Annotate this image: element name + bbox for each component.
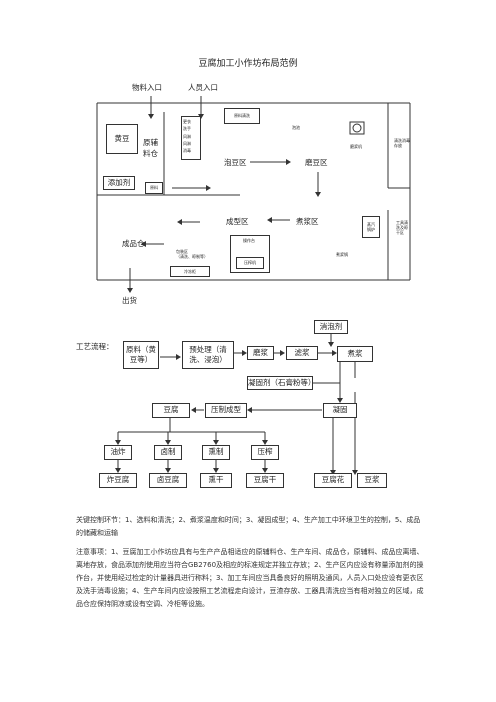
- coagulant-box: 凝固剂（石膏粉等）: [247, 376, 316, 390]
- soak-pool-label: 泡池: [292, 125, 300, 130]
- changing-label-3: 风淋: [183, 134, 191, 139]
- smoke-label: 熏制: [208, 447, 224, 457]
- tool-cleaning-label: 清洗消毒 存放: [394, 138, 410, 149]
- coagulant-label: 凝固剂（石膏粉等）: [248, 377, 316, 387]
- operation-table-label: 操作台: [243, 238, 255, 243]
- fry-box: 油炸: [104, 445, 132, 460]
- staff-entrance-label: 人员入口: [188, 83, 218, 92]
- raw-soy-label: 黄豆: [114, 133, 130, 143]
- flow-label: 工艺流程：: [76, 342, 114, 351]
- dry-tofu-label: 豆腐干: [253, 475, 277, 485]
- grinding-label: 磨浆: [253, 347, 268, 357]
- boiling-box: 煮浆: [337, 346, 373, 362]
- grinder-label: 磨浆机: [350, 144, 362, 149]
- smoked-dry-box: 熏干: [200, 473, 232, 488]
- solidify-label: 凝固: [332, 405, 348, 415]
- aux-storage-label: 原辅 料仓: [143, 138, 158, 159]
- forming-zone-label: 成型区: [226, 217, 249, 226]
- filtering-label: 滤浆: [294, 347, 310, 357]
- fry-label: 油炸: [110, 447, 126, 457]
- press-box: 压榨机: [236, 257, 264, 269]
- braise-box: 卤制: [154, 445, 182, 460]
- smoke-box: 熏制: [202, 445, 230, 460]
- solidify-box: 凝固: [323, 403, 357, 418]
- changing-label-4: 风淋: [183, 141, 191, 146]
- braise-label: 卤制: [160, 447, 176, 457]
- steam-boiler-label: 蒸汽 锅炉: [367, 221, 375, 232]
- boiling-label: 煮浆: [347, 348, 363, 358]
- pretreatment-label: 预处理（清洗、浸泡）: [189, 344, 227, 364]
- squeeze-label: 压榨: [257, 447, 273, 457]
- shipping-label: 出货: [122, 296, 137, 305]
- freezer-label: 冷冻柜: [184, 268, 196, 274]
- tofu-box: 豆腐: [152, 403, 190, 418]
- cooking-zone-label: 煮浆区: [296, 217, 319, 226]
- page-title: 豆腐加工小作坊布局范例: [198, 59, 298, 69]
- changing-label-1: 更衣: [183, 119, 191, 124]
- filtering-box: 滤浆: [286, 346, 318, 360]
- press-label: 压榨机: [244, 260, 256, 266]
- additive-small-label: 原料: [150, 185, 158, 191]
- raw-clean-label: 原料清洗: [234, 113, 250, 119]
- press-forming-box: 压制成型: [205, 403, 247, 418]
- freezer-box: 冷冻柜: [170, 266, 210, 277]
- changing-border: [181, 116, 201, 160]
- soak-zone-label: 泡豆区: [224, 158, 247, 167]
- squeeze-box: 压榨: [251, 445, 279, 460]
- grinding-box: 磨浆: [247, 346, 274, 360]
- defoam-label: 消泡剂: [319, 321, 343, 331]
- fried-tofu-label: 炸豆腐: [106, 475, 130, 485]
- smoked-dry-label: 熏干: [208, 475, 224, 485]
- press-forming-label: 压制成型: [211, 405, 241, 415]
- key-points-text: 关键控制环节：1、选料和清洗；2、煮浆温度和时间；3、凝固成型；4、生产加工中环…: [76, 516, 421, 537]
- changing-area: 更衣 洗手 风淋 风淋 消毒: [183, 119, 196, 157]
- tofu-label: 豆腐: [163, 405, 179, 415]
- raw-soy-box: 黄豆: [106, 124, 138, 154]
- additive-label: 添加剂: [107, 177, 131, 187]
- soy-milk-box: 豆浆: [357, 473, 387, 488]
- fried-tofu-box: 炸豆腐: [99, 473, 137, 488]
- defoam-box: 消泡剂: [314, 320, 348, 334]
- finished-warehouse-label: 成品仓: [122, 239, 145, 248]
- steam-boiler-box: 蒸汽 锅炉: [362, 216, 380, 238]
- tofu-pudding-label: 豆腐花: [321, 475, 345, 485]
- operation-table-box: [230, 235, 270, 273]
- additive-small-box: 原料: [145, 182, 163, 194]
- dry-tofu-box: 豆腐干: [246, 473, 284, 488]
- tool-wash-label: 工具清 洗及晾 干区: [396, 220, 408, 236]
- pretreatment-box: 预处理（清洗、浸泡）: [182, 341, 234, 369]
- soy-milk-label: 豆浆: [364, 475, 380, 485]
- additive-box: 添加剂: [103, 176, 135, 190]
- changing-label-5: 消毒: [183, 148, 191, 153]
- packing-label: 包装区 （清洗、晾制等）: [176, 249, 208, 260]
- precautions-text: 注意事项：1、豆腐加工小作坊应具有与生产产品相适应的原辅料仓、生产车间、成品仓，…: [76, 548, 424, 608]
- raw-clean-box: 原料清洗: [224, 108, 260, 124]
- grind-zone-label: 磨豆区: [305, 158, 328, 167]
- cooking-pot-label: 煮浆锅: [336, 252, 348, 257]
- tofu-pudding-box: 豆腐花: [314, 473, 352, 488]
- material-entrance-label: 物料入口: [132, 83, 162, 92]
- changing-label-2: 洗手: [183, 126, 191, 131]
- braised-tofu-box: 卤豆腐: [149, 473, 187, 488]
- raw-material-label: 原料（黄豆等）: [126, 344, 156, 364]
- raw-material-box: 原料（黄豆等）: [123, 341, 159, 369]
- braised-tofu-label: 卤豆腐: [156, 475, 180, 485]
